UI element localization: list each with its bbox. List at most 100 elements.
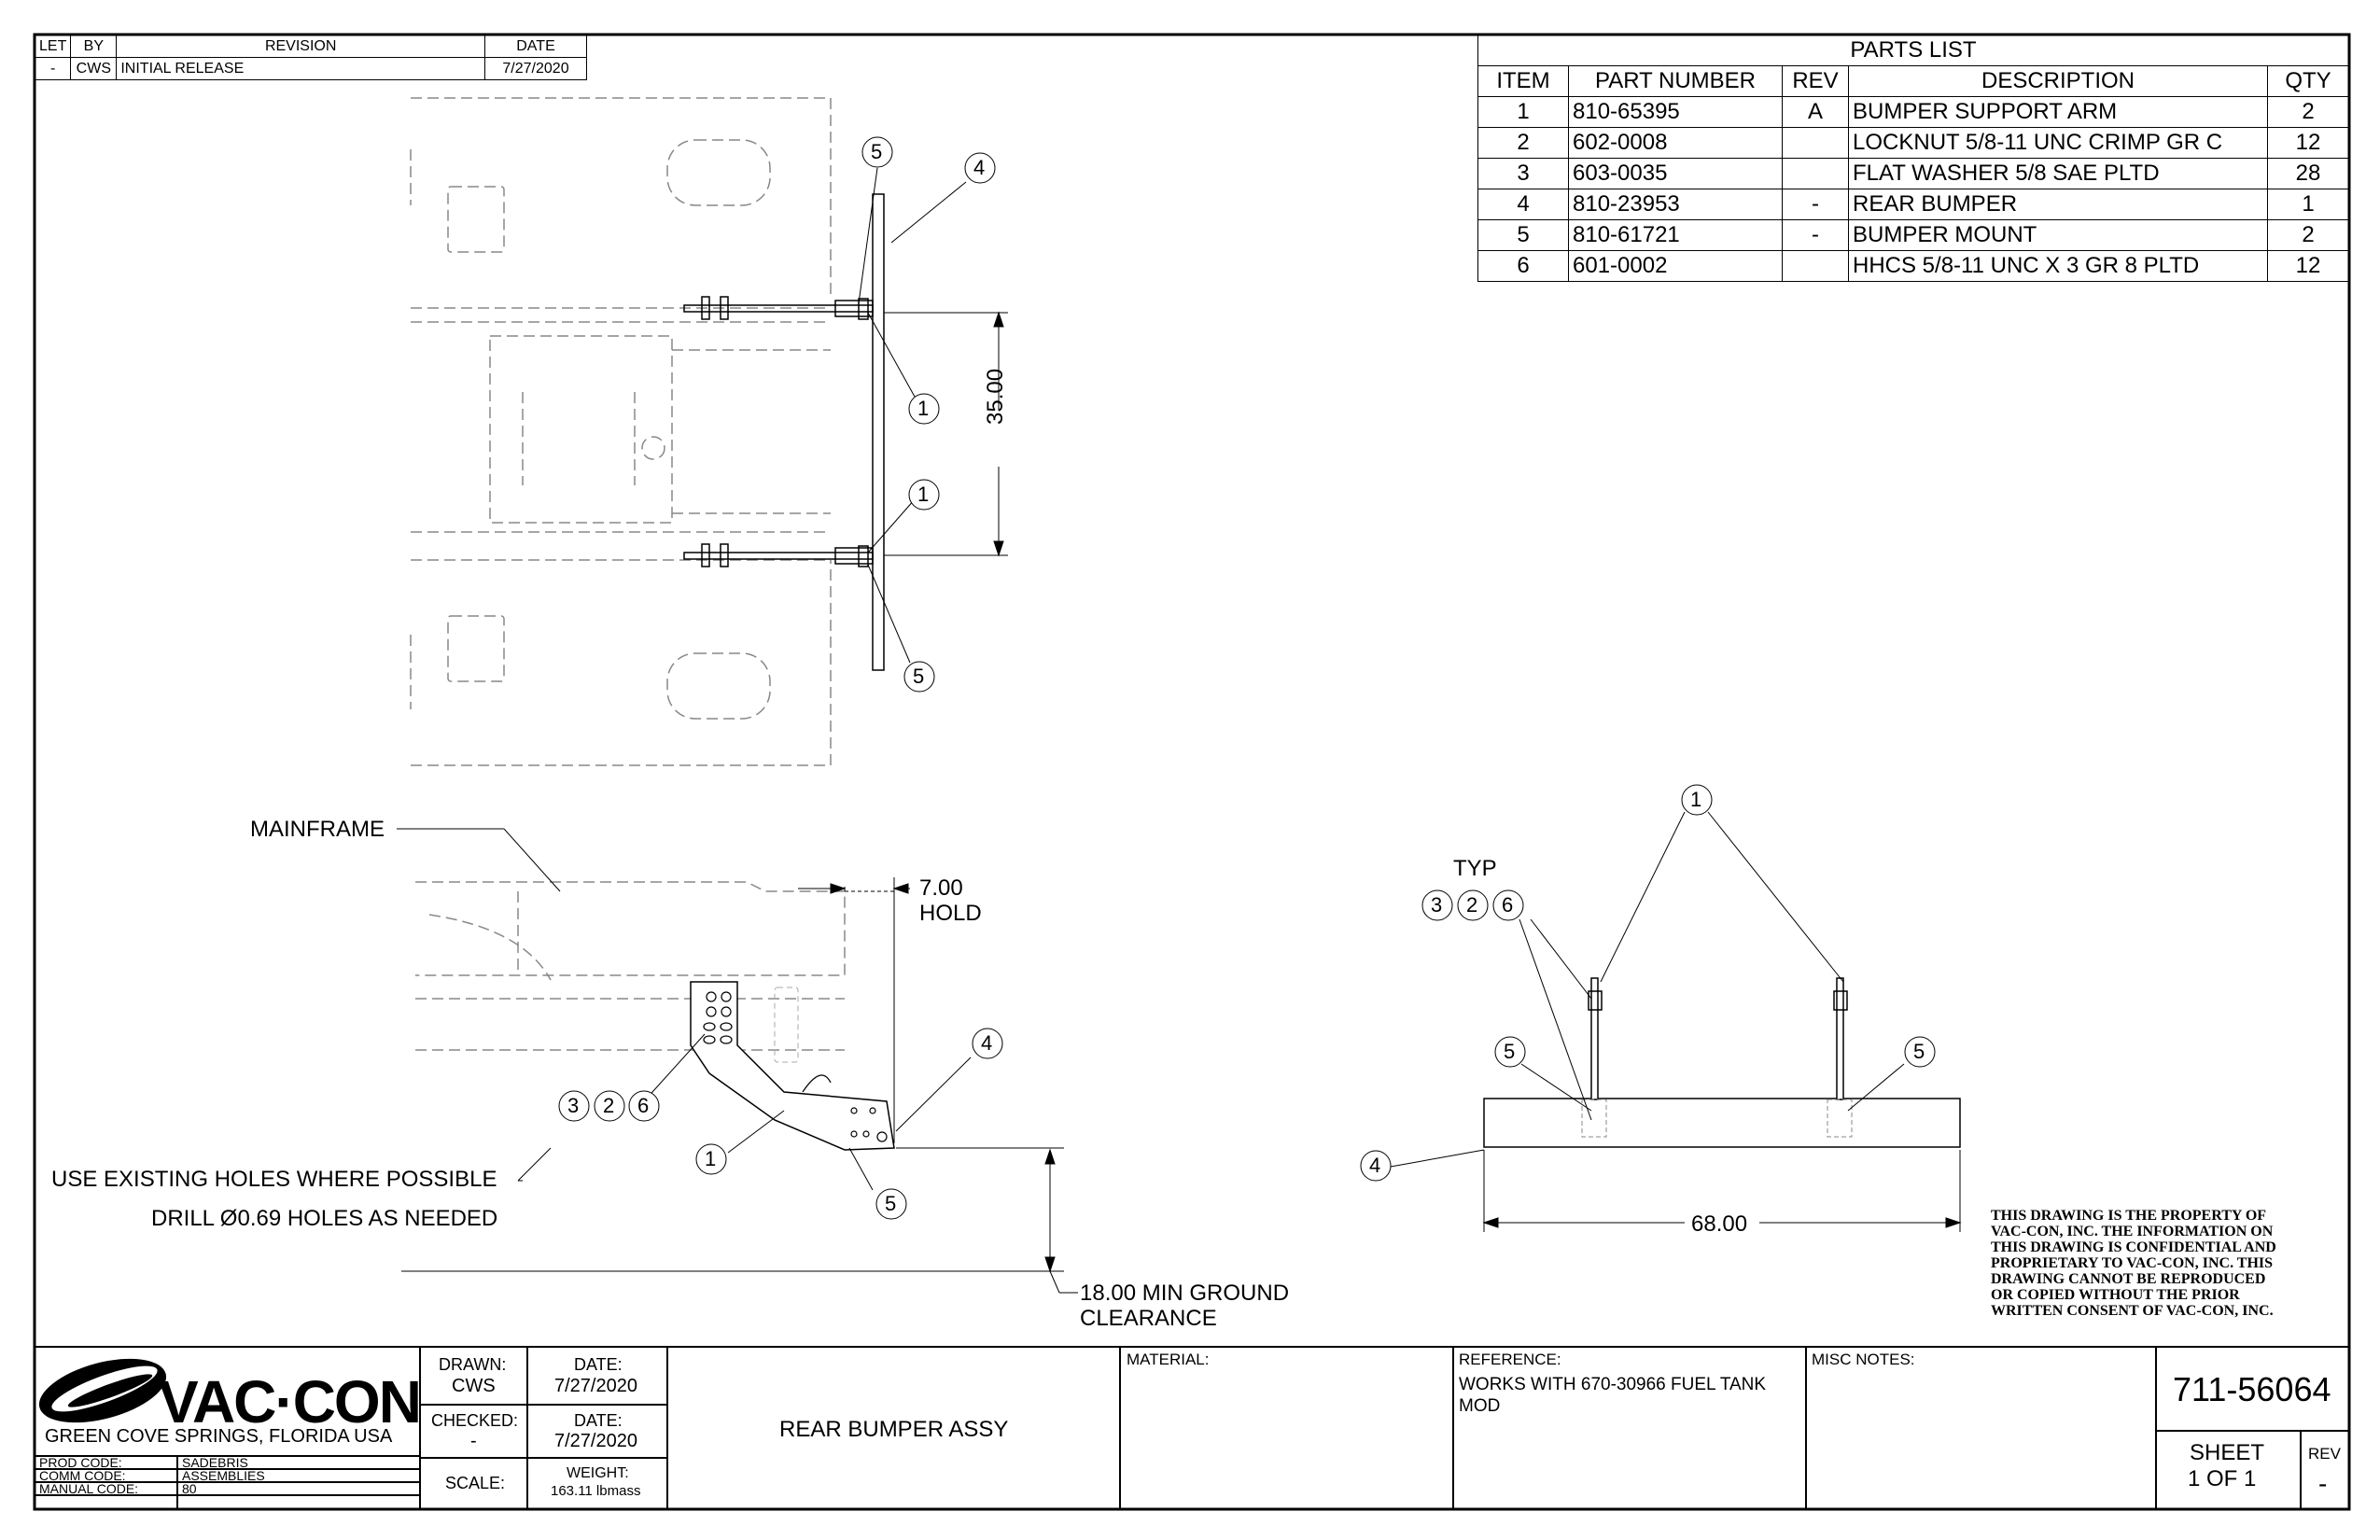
prod-code: SADEBRIS (182, 1455, 248, 1470)
part-description: BUMPER SUPPORT ARM (1848, 96, 2268, 128)
sheet-label: SHEET (2190, 1440, 2265, 1465)
company-name: VAC·CON (159, 1368, 422, 1435)
balloon-3: 3 (567, 1094, 580, 1117)
drawn-date: 7/27/2020 (554, 1376, 637, 1396)
balloon-2: 2 (1466, 893, 1478, 917)
balloon-4: 4 (1369, 1154, 1381, 1177)
balloon-1: 1 (705, 1147, 717, 1170)
part-item: 1 (1477, 96, 1569, 128)
company-location: GREEN COVE SPRINGS, FLORIDA USA (45, 1426, 393, 1447)
part-qty: 12 (2267, 127, 2349, 159)
proprietary-note-line: PROPRIETARY TO VAC-CON, INC. THIS (1991, 1255, 2274, 1271)
comm-code: ASSEMBLIES (182, 1468, 265, 1483)
balloon-5: 5 (871, 140, 883, 163)
hold-label: HOLD (919, 901, 982, 926)
rear-view (1483, 977, 1961, 1148)
typ-label: TYP (1453, 856, 1497, 881)
part-item: 3 (1477, 158, 1569, 189)
part-item: 4 (1477, 189, 1569, 220)
ground-clearance-line2: CLEARANCE (1080, 1306, 1217, 1331)
sheet-number: 1 OF 1 (2188, 1466, 2257, 1491)
part-description: HHCS 5/8-11 UNC X 3 GR 8 PLTD (1848, 250, 2268, 282)
checked-by: - (470, 1431, 477, 1451)
comm-code-label: COMM CODE: (39, 1468, 126, 1483)
hold-dimension: 7.00 (919, 875, 963, 901)
drawing-title: REAR BUMPER ASSY (779, 1417, 1009, 1442)
sheet-border (33, 33, 2351, 1511)
balloon-6: 6 (637, 1094, 650, 1117)
rev-value: - (2318, 1469, 2328, 1498)
balloon-5: 5 (913, 665, 925, 688)
proprietary-note: THIS DRAWING IS THE PROPERTY OF VAC-CON,… (1991, 1208, 2276, 1319)
part-rev: - (1782, 189, 1849, 220)
checked-date: 7/27/2020 (554, 1431, 637, 1451)
drawing-number: 711-56064 (2173, 1370, 2331, 1408)
proprietary-note-line: OR COPIED WITHOUT THE PRIOR (1991, 1287, 2240, 1303)
part-item: 6 (1477, 250, 1569, 282)
drawn-by: CWS (452, 1376, 496, 1396)
rev-header-by: BY (70, 35, 118, 58)
parts-header-part-number: PART NUMBER (1568, 65, 1783, 97)
proprietary-note-line: WRITTEN CONSENT OF VAC-CON, INC. (1991, 1303, 2274, 1319)
parts-header-item: ITEM (1477, 65, 1569, 97)
part-qty: 2 (2267, 96, 2349, 128)
balloon-4: 4 (981, 1031, 993, 1055)
proprietary-note-line: THIS DRAWING IS THE PROPERTY OF (1991, 1208, 2267, 1224)
balloon-6: 6 (1502, 893, 1514, 917)
rear-view-dimensions (1482, 1150, 1962, 1232)
part-rev (1782, 250, 1849, 282)
parts-list-table: PARTS LIST ITEM PART NUMBER REV DESCRIPT… (1477, 35, 2349, 282)
part-number: 603-0035 (1568, 158, 1783, 189)
vac-con-logo (38, 1358, 167, 1423)
balloon-3: 3 (1431, 893, 1443, 917)
rev-label: REV (2308, 1445, 2341, 1463)
prod-code-label: PROD CODE: (39, 1455, 122, 1470)
title-block-frame (35, 1346, 2349, 1509)
part-qty: 12 (2267, 250, 2349, 282)
balloons (558, 136, 1936, 1220)
part-rev: A (1782, 96, 1849, 128)
parts-header-qty: QTY (2267, 65, 2349, 97)
part-item: 2 (1477, 127, 1569, 159)
part-description: REAR BUMPER (1848, 189, 2268, 220)
balloon-1: 1 (917, 397, 930, 420)
ground-clearance-line1: 18.00 MIN GROUND (1080, 1281, 1290, 1306)
rev-let: - (34, 57, 72, 80)
note-drill-holes: DRILL Ø0.69 HOLES AS NEEDED (151, 1206, 498, 1231)
balloon-5: 5 (1504, 1040, 1516, 1063)
rev-header-revision: REVISION (116, 35, 485, 58)
material-label: MATERIAL: (1127, 1351, 1210, 1368)
scale-label: SCALE: (445, 1474, 506, 1492)
reference-label: REFERENCE: (1459, 1351, 1561, 1368)
part-description: LOCKNUT 5/8-11 UNC CRIMP GR C (1848, 127, 2268, 159)
rev-date: 7/27/2020 (484, 57, 587, 80)
drawn-date-label: DATE: (574, 1355, 623, 1374)
part-number: 810-65395 (1568, 96, 1783, 128)
side-view-dimensions (401, 877, 1078, 1294)
parts-header-rev: REV (1782, 65, 1849, 97)
part-number: 810-23953 (1568, 189, 1783, 220)
proprietary-note-line: DRAWING CANNOT BE REPRODUCED (1991, 1271, 2266, 1287)
part-qty: 2 (2267, 219, 2349, 251)
part-qty: 28 (2267, 158, 2349, 189)
part-qty: 1 (2267, 189, 2349, 220)
balloon-5: 5 (1913, 1040, 1925, 1063)
balloon-1: 1 (1690, 788, 1702, 811)
part-number: 602-0008 (1568, 127, 1783, 159)
reference-text: WORKS WITH 670-30966 FUEL TANK MOD (1459, 1375, 1767, 1416)
part-number: 810-61721 (1568, 219, 1783, 251)
checked-date-label: DATE: (574, 1411, 623, 1430)
revision-table: LET BY REVISION DATE - CWS INITIAL RELEA… (34, 35, 587, 80)
dimension-35 (884, 311, 1008, 557)
proprietary-note-line: THIS DRAWING IS CONFIDENTIAL AND (1991, 1239, 2276, 1255)
mainframe-label: MAINFRAME (250, 817, 385, 842)
balloon-4: 4 (973, 156, 986, 179)
note-existing-holes: USE EXISTING HOLES WHERE POSSIBLE (51, 1167, 497, 1192)
